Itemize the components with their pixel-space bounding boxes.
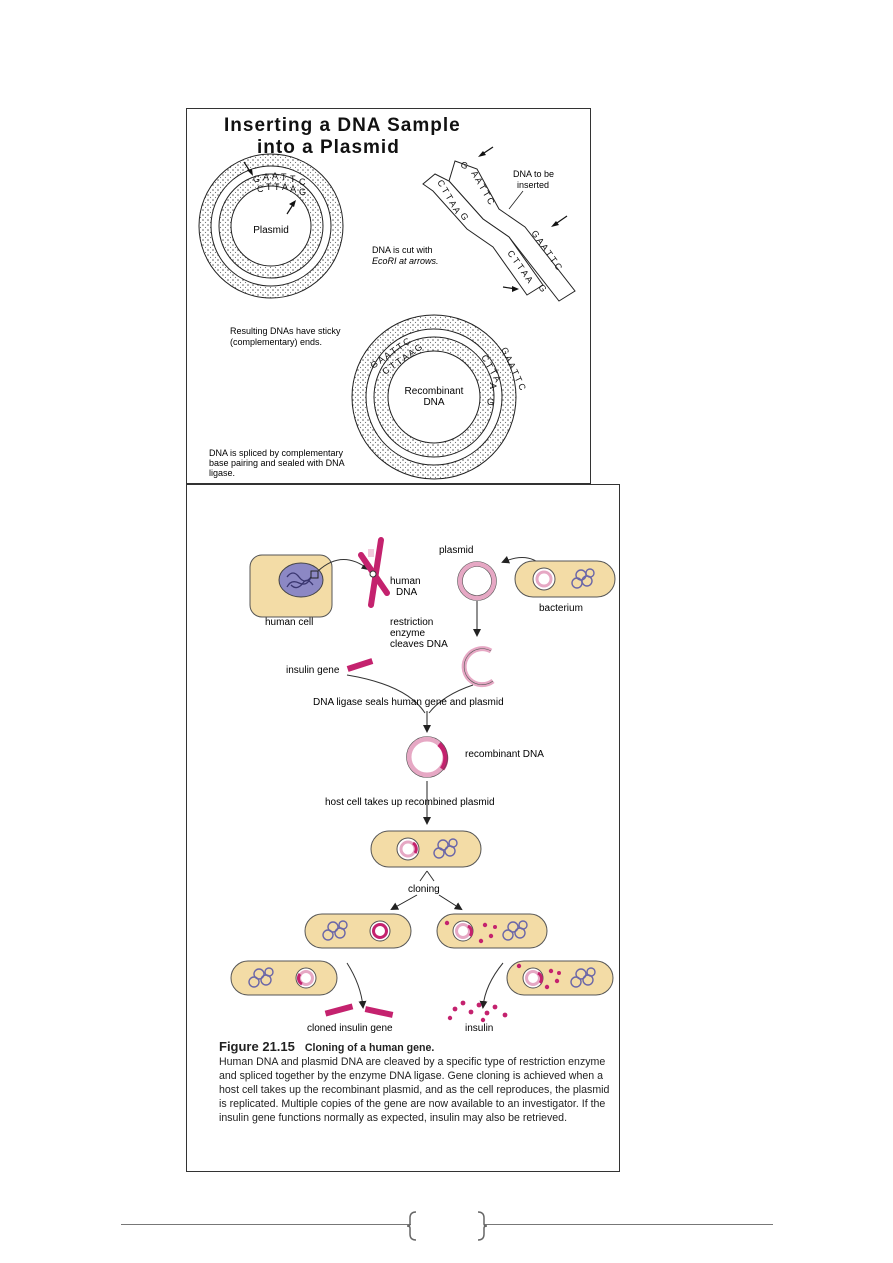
restriction-label-2: enzyme bbox=[390, 628, 425, 639]
human-dna-label-2: DNA bbox=[396, 587, 417, 598]
restriction-label-3: cleaves DNA bbox=[390, 639, 448, 650]
figure-caption: Figure 21.15 Cloning of a human gene. Hum… bbox=[219, 1040, 614, 1125]
svg-text:G: G bbox=[487, 397, 494, 407]
svg-text:G: G bbox=[536, 282, 548, 293]
footer-rule-left bbox=[121, 1224, 411, 1225]
recombinant-dna-label: recombinant DNA bbox=[465, 749, 544, 760]
cloned-gene-label: cloned insulin gene bbox=[307, 1023, 393, 1033]
insulin-gene bbox=[346, 658, 374, 672]
linear-dna-fragment bbox=[422, 160, 576, 302]
cut-label-2: EcoRI at arrows. bbox=[372, 256, 439, 266]
insulin-label: insulin bbox=[465, 1023, 493, 1033]
plasmid-sequence-inner: C T T A A G bbox=[257, 182, 306, 197]
cloning-label: cloning bbox=[408, 884, 440, 895]
plasmid-ring bbox=[198, 153, 344, 299]
svg-text:T: T bbox=[290, 174, 296, 184]
recombinant-label-1: Recombinant bbox=[405, 386, 464, 397]
recombinant-label-2: DNA bbox=[423, 397, 444, 408]
insulin-molecules bbox=[447, 1000, 508, 1023]
restriction-label-1: restriction bbox=[390, 617, 433, 628]
svg-text:T: T bbox=[274, 182, 280, 192]
svg-text:T: T bbox=[266, 182, 272, 192]
spliced-label-1: DNA is spliced by complementary bbox=[209, 448, 344, 458]
bacterium bbox=[514, 560, 616, 598]
svg-text:C: C bbox=[257, 184, 264, 194]
svg-text:G: G bbox=[459, 159, 469, 171]
cloned-cell-right-lower bbox=[506, 960, 614, 996]
spliced-label-2: base pairing and sealed with DNA bbox=[209, 458, 345, 468]
sticky-ends-label-2: (complementary) ends. bbox=[230, 337, 322, 347]
svg-text:G: G bbox=[458, 211, 470, 222]
human-dna-label-1: human bbox=[390, 576, 421, 587]
svg-text:T: T bbox=[281, 172, 287, 182]
svg-text:G: G bbox=[299, 187, 306, 197]
ligase-label: DNA ligase seals human gene and plasmid bbox=[313, 697, 504, 708]
cloned-cell-left-upper bbox=[304, 913, 412, 949]
svg-text:A: A bbox=[488, 383, 498, 389]
spliced-label-3: ligase. bbox=[209, 468, 235, 478]
diagram-title-line2: into a Plasmid bbox=[257, 137, 400, 158]
plasmid-label: Plasmid bbox=[253, 225, 289, 236]
svg-text:G: G bbox=[253, 174, 260, 184]
dna-to-insert-label-2: inserted bbox=[517, 180, 549, 190]
cloned-cell-left-lower bbox=[230, 960, 338, 996]
svg-text:A: A bbox=[263, 172, 269, 182]
plasmid-sequence-outer: G A A T T C bbox=[253, 171, 306, 187]
human-cell-label: human cell bbox=[265, 617, 313, 628]
host-cell bbox=[370, 830, 482, 868]
human-cell bbox=[249, 554, 333, 618]
caption-heading: Figure 21.15 Cloning of a human gene. bbox=[219, 1040, 614, 1055]
svg-text:A: A bbox=[282, 182, 288, 192]
gene-cloning-panel: human cell human DNA plasmid bacterium r… bbox=[186, 484, 620, 1172]
page-number-bracket bbox=[406, 1211, 488, 1241]
footer-rule-right bbox=[484, 1224, 773, 1225]
host-cell-label: host cell takes up recombined plasmid bbox=[325, 797, 495, 808]
cut-label-1: DNA is cut with bbox=[372, 245, 433, 255]
dna-to-insert-label-1: DNA to be bbox=[513, 169, 554, 179]
recombinant-ring bbox=[351, 314, 517, 480]
gene-cloning-diagram: human cell human DNA plasmid bacterium r… bbox=[230, 537, 616, 1033]
cloned-insulin-gene bbox=[324, 1003, 394, 1018]
insulin-gene-label: insulin gene bbox=[286, 665, 340, 676]
diagram-title-line1: Inserting a DNA Sample bbox=[224, 115, 461, 136]
svg-text:C: C bbox=[299, 177, 306, 187]
svg-text:A: A bbox=[272, 171, 278, 181]
cut-plasmid bbox=[461, 646, 495, 688]
plasmid-insertion-diagram: Inserting a DNA Sample into a Plasmid G … bbox=[198, 115, 576, 480]
sticky-ends-label-1: Resulting DNAs have sticky bbox=[230, 326, 341, 336]
plasmid-label: plasmid bbox=[439, 545, 473, 556]
cloned-cell-right-upper bbox=[436, 913, 548, 949]
svg-text:A: A bbox=[290, 184, 296, 194]
figure-title: Cloning of a human gene. bbox=[304, 1042, 435, 1054]
plasmid-insertion-panel: Inserting a DNA Sample into a Plasmid G … bbox=[186, 108, 591, 484]
caption-body: Human DNA and plasmid DNA are cleaved by… bbox=[219, 1056, 610, 1124]
plasmid-ring bbox=[457, 561, 497, 601]
human-chromosome bbox=[358, 537, 390, 608]
bacterium-label: bacterium bbox=[539, 603, 583, 614]
figure-number: Figure 21.15 bbox=[219, 1039, 295, 1054]
